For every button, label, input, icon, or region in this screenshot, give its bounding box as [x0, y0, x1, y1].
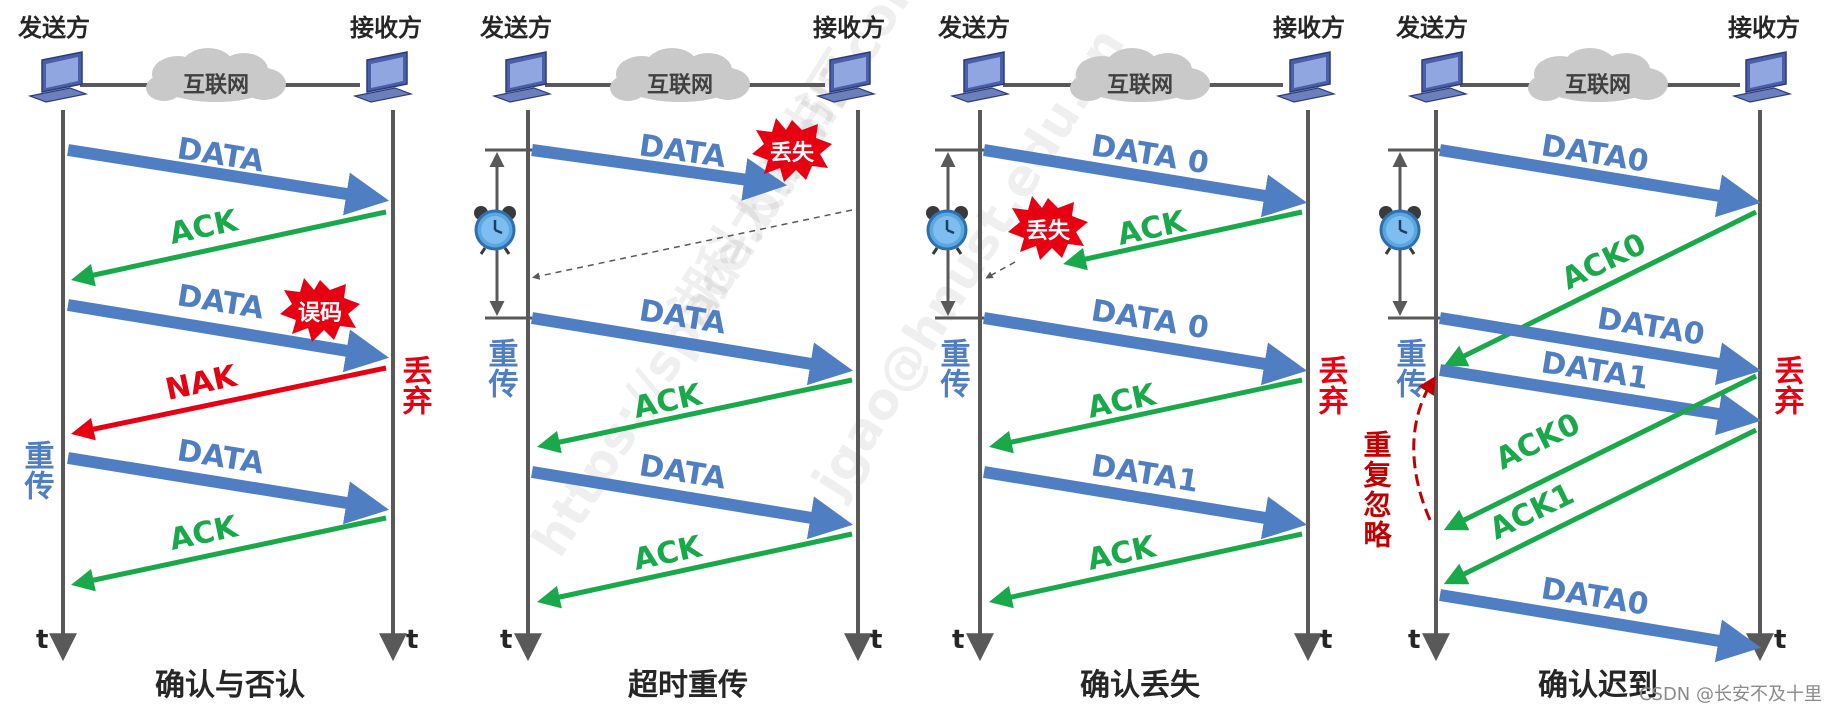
laptop-icon — [29, 51, 87, 103]
credit-text: CSDN @长安不及十里 — [1639, 684, 1822, 705]
retransmit-label: 重传 — [935, 338, 972, 398]
retransmit-label: 重传 — [1391, 338, 1428, 398]
alarm-clock-icon — [1377, 204, 1423, 256]
ack-arrow — [1443, 427, 1758, 585]
laptop-icon — [493, 51, 551, 103]
data-arrow — [983, 466, 1308, 540]
ack-arrow — [71, 515, 387, 592]
retransmit-label: 重传 — [483, 338, 520, 398]
burst-label: 误码 — [298, 301, 342, 326]
arrow-label: ACK — [1084, 377, 1160, 426]
laptop-icon — [1733, 51, 1791, 103]
panel-ack-nak: 发送方 接收方 互联网 t t DATA ACK DATA 误码 NAK 丢弃 … — [17, 14, 433, 703]
ack-arrow — [537, 531, 853, 609]
data-arrow — [1439, 312, 1762, 386]
sender-label: 发送方 — [1395, 14, 1468, 42]
time-label: t — [406, 625, 418, 655]
data-arrow — [67, 144, 390, 216]
data-arrow — [531, 466, 854, 540]
receiver-label: 接收方 — [350, 14, 422, 42]
time-label: t — [1320, 625, 1332, 655]
discard-label: 丢弃 — [1769, 355, 1805, 415]
arrow-label: ACK — [1114, 204, 1190, 253]
sender-label: 发送方 — [17, 14, 90, 42]
data-arrow — [531, 144, 788, 201]
data-arrow — [1439, 364, 1762, 436]
time-label: t — [1408, 625, 1420, 655]
nak-arrow — [70, 365, 387, 441]
time-label: t — [952, 625, 964, 655]
duplicate-curve-arrow — [1412, 375, 1436, 521]
data-arrow — [983, 144, 1308, 218]
receiver-label: 接收方 — [813, 14, 885, 42]
laptop-icon — [951, 51, 1009, 103]
data-arrow — [1439, 589, 1762, 663]
burst-label: 丢失 — [770, 141, 815, 166]
network-label: 互联网 — [183, 73, 249, 98]
ack-arrow — [989, 531, 1303, 609]
laptop-icon — [354, 51, 412, 103]
retransmit-label: 重传 — [19, 440, 56, 500]
network-label: 互联网 — [1107, 73, 1173, 98]
ack-arrow — [537, 377, 853, 454]
panel-title: 确认迟到 — [1538, 668, 1658, 703]
ack-arrow — [71, 209, 387, 287]
data-arrow — [67, 299, 390, 373]
time-label: t — [36, 625, 48, 655]
panel-title: 超时重传 — [628, 668, 748, 703]
ack-arrow — [1443, 373, 1758, 531]
panel-title: 确认与否认 — [155, 668, 305, 703]
laptop-icon — [1277, 51, 1335, 103]
missing-ack-dashed-line — [985, 261, 1016, 279]
sender-label: 发送方 — [937, 14, 1010, 42]
receiver-label: 接收方 — [1273, 14, 1345, 42]
receiver-label: 接收方 — [1728, 14, 1800, 42]
time-label: t — [500, 625, 512, 655]
discard-label: 丢弃 — [397, 355, 433, 415]
sender-label: 发送方 — [479, 14, 552, 42]
panel-timeout-retransmit: 发送方 接收方 互联网 t t DATA 丢失 DATA 重传 ACK DATA… — [472, 14, 885, 703]
time-label: t — [1774, 625, 1786, 655]
duplicate-label: 重复忽略 — [1360, 430, 1393, 550]
panel-ack-late: 发送方 接收方 互联网 t t DATA0 ACK0 DATA0 DATA1 重… — [1360, 14, 1805, 703]
panel-title: 确认丢失 — [1080, 668, 1201, 703]
data-arrow — [531, 312, 854, 386]
network-label: 互联网 — [1565, 73, 1631, 98]
burst-label: 丢失 — [1026, 219, 1071, 244]
panel-ack-lost: 发送方 接收方 互联网 t t DATA 0 ACK 丢失 DATA 0 重传 … — [924, 14, 1349, 703]
data-arrow — [1439, 144, 1762, 218]
alarm-clock-icon — [472, 204, 518, 256]
ack-arrow — [1443, 209, 1758, 367]
arrow-label: ACK — [630, 529, 706, 578]
ack-arrow — [989, 377, 1303, 454]
arrow-label: ACK — [1084, 529, 1160, 578]
ack-arrow — [1063, 209, 1303, 271]
discard-label: 丢弃 — [1313, 355, 1349, 415]
time-label: t — [870, 625, 882, 655]
data-arrow — [983, 312, 1308, 386]
network-label: 互联网 — [647, 73, 713, 98]
data-arrow — [67, 452, 390, 525]
laptop-icon — [1409, 51, 1467, 103]
